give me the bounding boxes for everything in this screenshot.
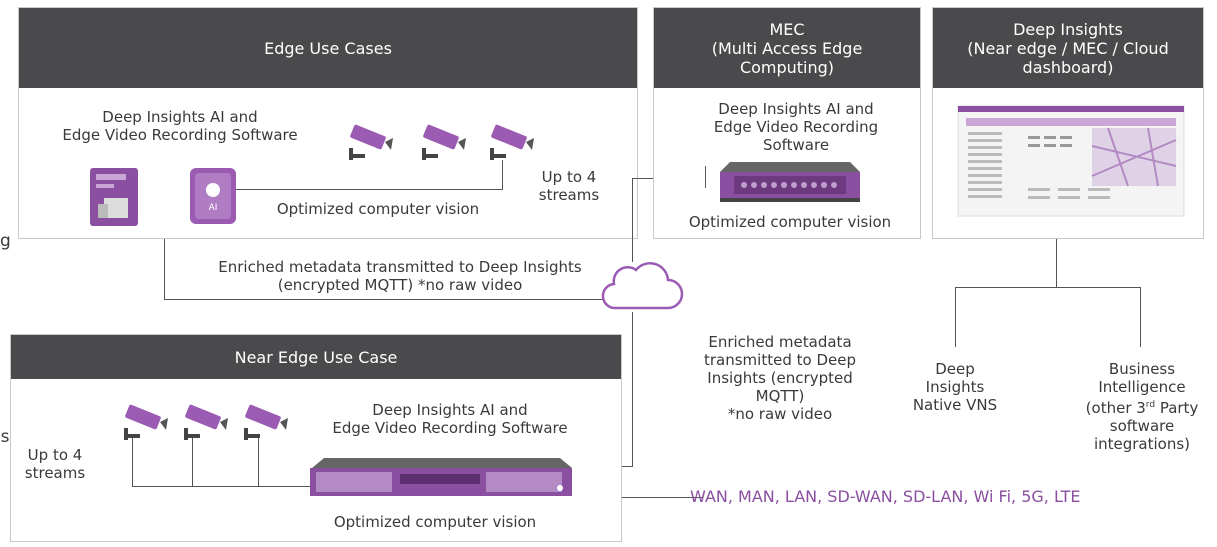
cloud-to-near-edge-line-v	[632, 312, 633, 466]
mec-side-tick	[705, 166, 706, 188]
deep-insights-header: Deep Insights (Near edge / MEC / Cloud d…	[933, 8, 1203, 88]
bi-line2-post: Party	[1155, 399, 1199, 417]
cut-off-text-top: g	[0, 231, 11, 251]
network-line	[622, 497, 702, 498]
mec-title: MEC (Multi Access Edge Computing)	[711, 19, 863, 77]
camera-icon	[422, 124, 466, 160]
edge-software-label: Deep Insights AI and Edge Video Recordin…	[62, 108, 298, 144]
edge-box-icon	[90, 168, 138, 226]
near-edge-software-label: Deep Insights AI and Edge Video Recordin…	[332, 401, 568, 437]
edge-to-cloud-line-v	[164, 239, 165, 300]
metadata-right-label: Enriched metadata transmitted to Deep In…	[704, 333, 856, 423]
near-edge-drop-1	[132, 438, 133, 486]
edge-camera-drop	[502, 160, 503, 190]
dashboard-screen-icon	[957, 105, 1185, 217]
cloud-icon	[601, 262, 684, 310]
near-edge-cv-label: Optimized computer vision	[333, 513, 537, 531]
insights-tree-trunk	[1056, 239, 1057, 287]
camera-icon	[184, 404, 228, 440]
near-edge-drop-3	[258, 438, 259, 486]
cut-off-text-bottom: s	[0, 427, 10, 447]
edge-streams-label: Up to 4 streams	[538, 168, 600, 204]
camera-icon	[490, 124, 534, 160]
bi-line2: (other 3rd Party	[1052, 396, 1217, 417]
edge-cv-label: Optimized computer vision	[276, 200, 480, 218]
near-edge-streams-label: Up to 4 streams	[24, 446, 86, 482]
bi-line2-pre: (other 3	[1085, 399, 1146, 417]
insights-tree-left	[955, 287, 956, 347]
mec-software-label: Deep Insights AI and Edge Video Recordin…	[713, 100, 879, 154]
cloud-to-mec-line-v	[632, 178, 633, 262]
bi-line1: Business Intelligence	[1098, 360, 1186, 396]
server-rack-icon	[310, 458, 572, 496]
edge-device-connector	[236, 189, 502, 190]
mec-panel: MEC (Multi Access Edge Computing)	[653, 7, 921, 239]
near-edge-bus	[132, 486, 312, 487]
near-edge-title: Near Edge Use Case	[234, 347, 398, 367]
insights-tree-right	[1140, 287, 1141, 347]
bi-line3: software integrations)	[1093, 417, 1191, 453]
metadata-top-label: Enriched metadata transmitted to Deep In…	[218, 258, 582, 294]
near-edge-drop-2	[192, 438, 193, 486]
camera-icon	[349, 124, 393, 160]
native-vns-label: Deep Insights Native VNS	[912, 360, 998, 414]
near-edge-panel: Near Edge Use Case	[10, 334, 622, 542]
mec-cv-label: Optimized computer vision	[688, 213, 892, 231]
bi-line2-sup: rd	[1145, 400, 1156, 410]
cloud-to-mec-line-h	[632, 178, 654, 179]
near-edge-header: Near Edge Use Case	[11, 335, 621, 379]
insights-tree-bar	[955, 287, 1141, 288]
business-intelligence-label: Business Intelligence (other 3rd Party s…	[1052, 360, 1217, 453]
mec-header: MEC (Multi Access Edge Computing)	[654, 8, 920, 88]
edge-use-cases-title: Edge Use Cases	[264, 38, 392, 58]
deep-insights-title: Deep Insights (Near edge / MEC / Cloud d…	[967, 19, 1169, 77]
edge-use-cases-header: Edge Use Cases	[19, 8, 637, 88]
cloud-to-near-edge-line-h	[621, 466, 633, 467]
camera-icon	[244, 404, 288, 440]
edge-device-label: AI	[209, 203, 218, 213]
networks-label: WAN, MAN, LAN, SD-WAN, SD-LAN, Wi Fi, 5G…	[690, 487, 1081, 506]
edge-to-cloud-line-h	[164, 299, 604, 300]
edge-device-icon: AI	[190, 168, 236, 224]
camera-icon	[124, 404, 168, 440]
server-rack-icon	[720, 162, 860, 202]
